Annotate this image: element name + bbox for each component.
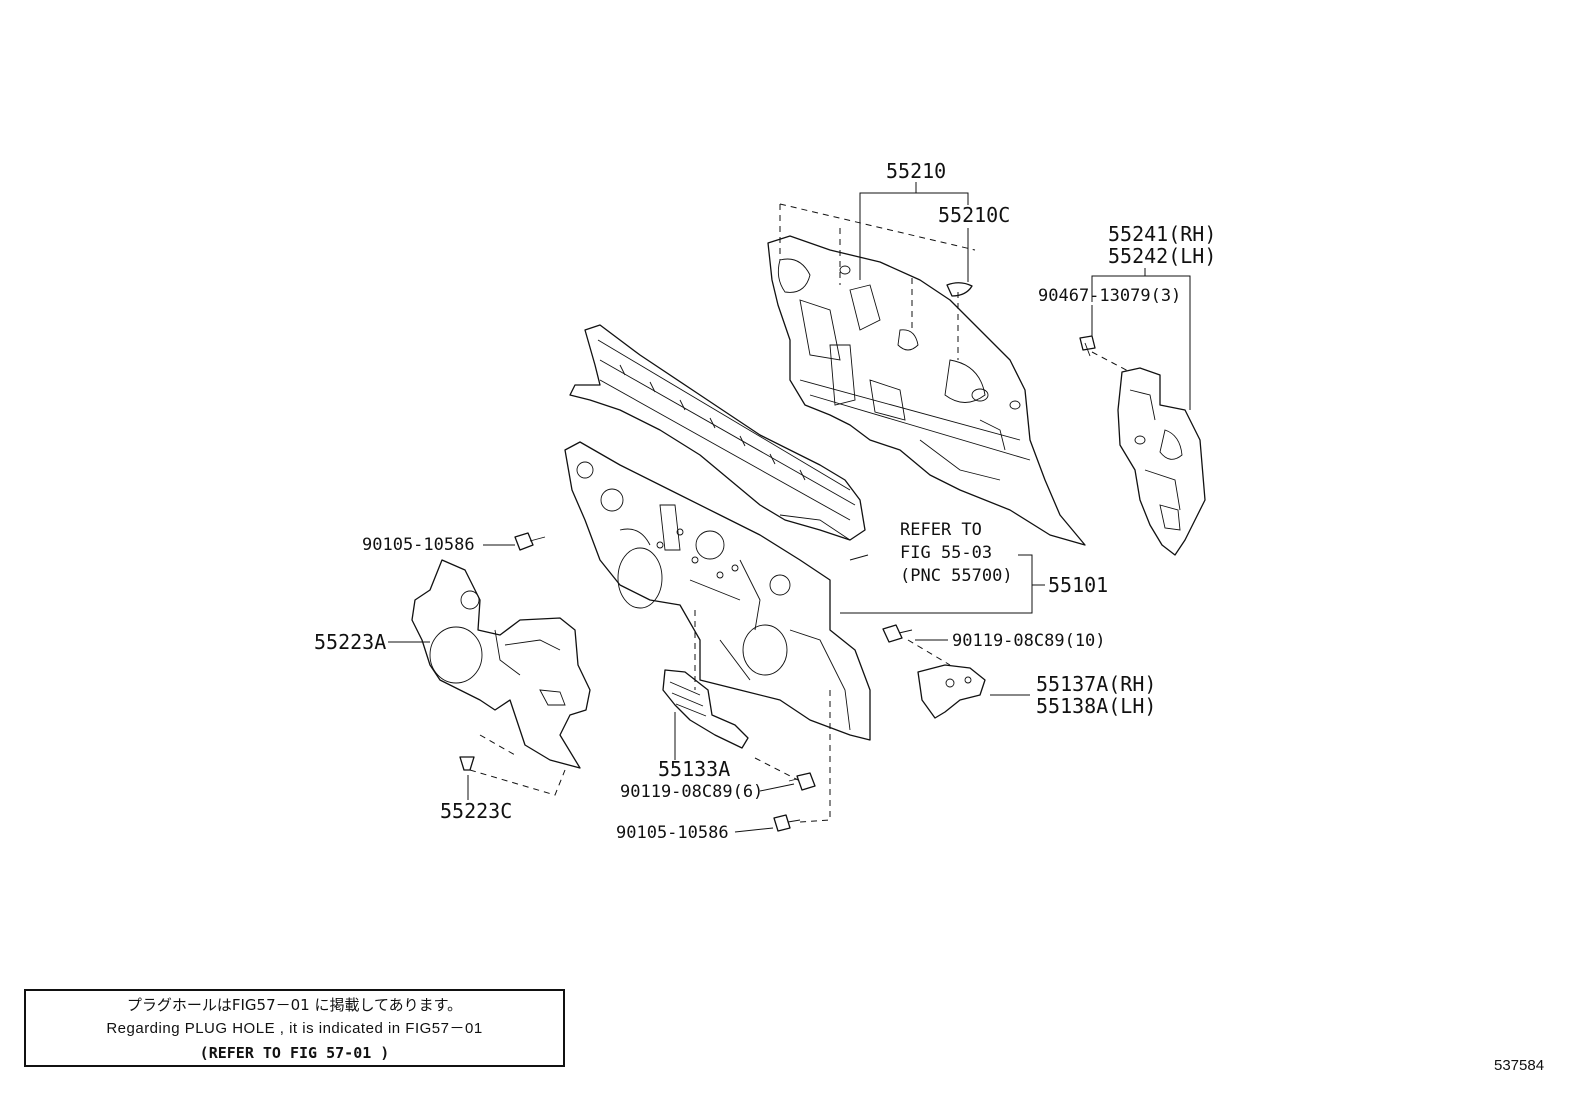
cowl-top-panel[interactable]	[569, 324, 866, 541]
bolt-90105-10586-bottom[interactable]	[773, 814, 801, 832]
note-reference: (REFER TO FIG 57-01 )	[199, 1044, 390, 1062]
label-pnc-55700: (PNC 55700)	[900, 566, 1013, 586]
label-90119-08C89-6: 90119-08C89(6)	[620, 782, 763, 802]
figure-id: 537584	[1494, 1057, 1545, 1074]
note-english: Regarding PLUG HOLE , it is indicated in…	[106, 1020, 483, 1037]
silencer-55223A[interactable]	[411, 559, 591, 769]
insulator-55133A[interactable]	[662, 669, 749, 749]
note-japanese: プラグホールはFIG57－01 に掲載してあります。	[126, 996, 463, 1014]
label-55210C: 55210C	[938, 203, 1010, 227]
label-90119-08C89-10: 90119-08C89(10)	[952, 631, 1106, 651]
bolt-90119-08C89-6[interactable]	[788, 772, 816, 791]
label-90105-10586-top: 90105-10586	[362, 535, 475, 555]
label-90467-13079: 90467-13079(3)	[1038, 286, 1181, 306]
dash-panel-upper-55210[interactable]	[767, 235, 1086, 546]
label-55223A: 55223A	[314, 630, 386, 654]
side-bracket-55241-55242[interactable]	[1117, 367, 1206, 556]
plug-hole-note: プラグホールはFIG57－01 に掲載してあります。 Regarding PLU…	[24, 989, 565, 1067]
leader-lines	[388, 182, 1191, 833]
label-90105-10586-bottom: 90105-10586	[616, 823, 729, 843]
bracket-55137A-55138A[interactable]	[917, 664, 986, 719]
dash-panel-lower-55101[interactable]	[564, 441, 871, 741]
label-55101: 55101	[1048, 573, 1108, 597]
assembly-dashed-lines	[469, 203, 1131, 823]
clip-55223C[interactable]	[459, 756, 475, 771]
label-55223C: 55223C	[440, 799, 512, 823]
label-55138A-lh: 55138A(LH)	[1036, 694, 1156, 718]
label-refer-to: REFER TO	[900, 520, 982, 540]
bolt-90105-10586-top[interactable]	[514, 532, 546, 551]
label-55241-rh: 55241(RH)	[1108, 222, 1216, 246]
label-55137A-rh: 55137A(RH)	[1036, 672, 1156, 696]
bolt-90119-08C89-10[interactable]	[882, 624, 913, 643]
label-55133A: 55133A	[658, 757, 730, 781]
label-55242-lh: 55242(LH)	[1108, 244, 1216, 268]
label-55210: 55210	[886, 159, 946, 183]
label-fig-55-03: FIG 55-03	[900, 543, 992, 563]
bolt-90467-13079[interactable]	[1079, 335, 1096, 357]
plug-55210C[interactable]	[946, 282, 973, 297]
